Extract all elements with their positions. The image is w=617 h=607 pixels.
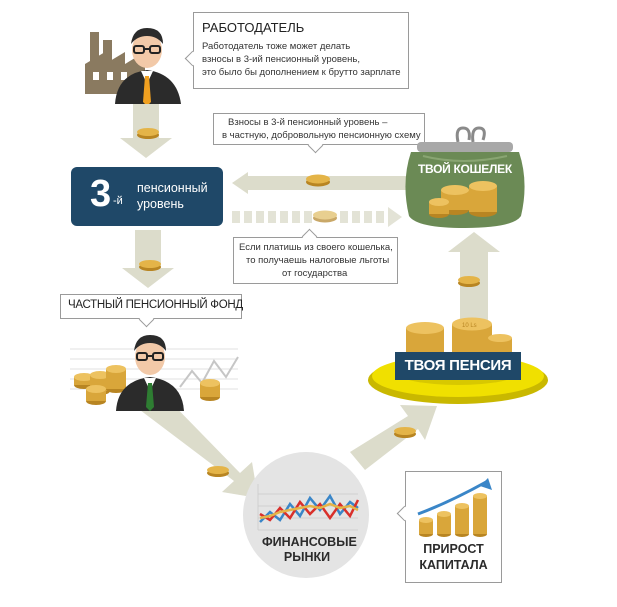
- markets-line-2: РЫНКИ: [283, 550, 331, 564]
- pillar3-number: 3: [90, 173, 112, 215]
- employer-line-2: взносы в 3-ий пенсионный уровень,: [202, 54, 360, 65]
- coin-icon: [137, 128, 159, 139]
- fund-to-markets-arrow: [140, 393, 258, 498]
- fund-illustration: [70, 335, 239, 411]
- growth-chart-icon: [417, 478, 492, 537]
- employer-title: РАБОТОДАТЕЛЬ: [202, 20, 305, 35]
- coin-icon: [207, 466, 229, 477]
- employer-line-3: это было бы дополнением к брутто зарплат…: [202, 67, 401, 78]
- svg-text:10 Ls: 10 Ls: [462, 323, 477, 329]
- contributions-line-1: Взносы в 3-й пенсионный уровень –: [228, 117, 388, 128]
- contributions-line-2: в частную, добровольную пенсионную схему: [222, 130, 421, 141]
- pillar3-word1: пенсионный: [137, 181, 208, 195]
- markets-chart-icon: [257, 484, 360, 531]
- employer-callout: РАБОТОДАТЕЛЬ Работодатель тоже может дел…: [193, 12, 409, 89]
- markets-line-1: ФИНАНСОВЫЕ: [262, 535, 357, 549]
- pillar-down-arrow: [122, 230, 174, 288]
- pension-label: ТВОЯ ПЕНСИЯ: [404, 357, 512, 374]
- tax-line-1: Если платишь из своего кошелька,: [239, 242, 393, 253]
- wallet-label: ТВОЙ КОШЕЛЕК: [418, 162, 512, 176]
- tax-line-2: то получаешь налоговые льготы: [246, 255, 390, 266]
- growth-line-2: КАПИТАЛА: [419, 558, 488, 572]
- coin-icon: [139, 260, 161, 271]
- contributions-callout: Взносы в 3-й пенсионный уровень – в част…: [213, 113, 425, 145]
- tax-relief-dashed-arrow: [232, 207, 402, 227]
- tax-line-3: от государства: [282, 268, 348, 279]
- employer-line-1: Работодатель тоже может делать: [202, 41, 351, 52]
- tax-callout: Если платишь из своего кошелька, то полу…: [233, 237, 398, 284]
- fund-coins: [74, 365, 220, 405]
- employer-person-icon: [115, 28, 181, 104]
- pillar3-word2: уровень: [137, 197, 184, 211]
- coin-icon: [306, 174, 330, 187]
- fund-person-icon: [116, 335, 184, 411]
- wallet-coins: [429, 181, 497, 218]
- growth-callout: ПРИРОСТ КАПИТАЛА: [405, 471, 502, 583]
- wallet-clasp-icon: [455, 126, 471, 143]
- growth-line-1: ПРИРОСТ: [423, 542, 484, 556]
- coin-icon: [458, 276, 480, 287]
- fund-callout: ЧАСТНЫЙ ПЕНСИОННЫЙ ФОНД: [60, 294, 243, 319]
- growth-arrow-icon: [417, 480, 487, 516]
- pension-badge: ТВОЯ ПЕНСИЯ: [395, 352, 521, 380]
- coin-icon: [313, 210, 337, 223]
- employer-illustration: [85, 28, 181, 104]
- pillar3-suffix: -й: [113, 195, 123, 207]
- fund-label: ЧАСТНЫЙ ПЕНСИОННЫЙ ФОНД: [68, 299, 243, 311]
- pillar3-box: 3 -й пенсионный уровень: [71, 167, 223, 226]
- coin-icon: [394, 427, 416, 438]
- markets-to-pension-arrow: [350, 405, 437, 470]
- wallet-illustration: [405, 126, 525, 228]
